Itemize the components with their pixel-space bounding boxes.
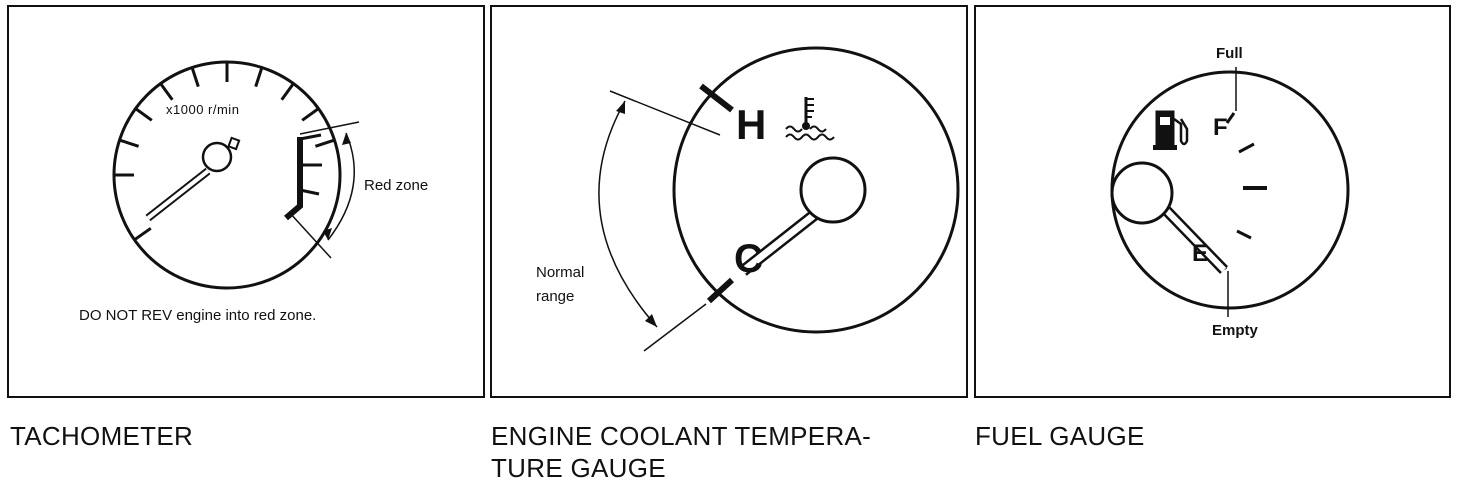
normal-range-arrowhead-top [616, 101, 625, 114]
fuel-gauge-panel: F E Full Empty [974, 5, 1451, 398]
coolant-caption-line1: ENGINE COOLANT TEMPERA- [491, 421, 872, 451]
cold-mark-label: C [734, 237, 763, 281]
fuel-gauge-caption: FUEL GAUGE [975, 421, 1145, 451]
tachometer-tick [119, 138, 140, 148]
normal-range-label-line1: Normal [536, 264, 585, 281]
hot-mark-label: H [736, 101, 767, 148]
tachometer-tick [301, 107, 320, 122]
fuel-full-mark: F [1213, 114, 1228, 141]
tachometer-tick [159, 82, 174, 101]
cold-range-leader [643, 303, 707, 352]
empty-label: Empty [1212, 322, 1258, 339]
tachometer-needle [146, 169, 210, 220]
normal-range-label-line2: range [536, 288, 575, 305]
tachometer-needle-hub [201, 141, 233, 173]
tachometer-scale-label: x1000 r/min [166, 102, 240, 117]
tachometer-hub-tab [227, 136, 241, 151]
coolant-temperature-panel: H C Normal range [490, 5, 968, 398]
red-zone-tick [299, 188, 320, 196]
red-zone-arc-arrow [327, 132, 356, 241]
coolant-needle-hub [799, 156, 867, 224]
fuel-empty-mark: E [1192, 240, 1209, 267]
red-zone-label: Red zone [364, 177, 429, 194]
red-zone-band [284, 137, 303, 221]
coolant-gauge-dial [672, 46, 960, 334]
coolant-temperature-caption: ENGINE COOLANT TEMPERA- TURE GAUGE [491, 420, 961, 484]
hot-tick-mark [699, 83, 734, 113]
coolant-caption-line2: TURE GAUGE [491, 453, 666, 483]
red-zone-lower-leader [288, 211, 332, 259]
red-zone-arrowhead-top [342, 133, 351, 145]
coolant-needle [740, 209, 821, 274]
red-zone-warning-text: DO NOT REV engine into red zone. [79, 307, 317, 324]
red-zone-tick [299, 133, 322, 141]
tachometer-tick [134, 107, 153, 122]
tachometer-caption: TACHOMETER [10, 421, 194, 451]
tachometer-tick-marks [114, 62, 335, 242]
normal-range-arc-arrow [598, 100, 658, 328]
coolant-temperature-icon [785, 97, 835, 141]
normal-range-label: Normal range [536, 263, 584, 307]
fuel-full-tick [1225, 112, 1236, 124]
tachometer-illustration [112, 60, 360, 290]
tachometer-tick [280, 82, 295, 101]
fuel-needle [1161, 205, 1227, 273]
fuel-tick-three-quarter [1238, 142, 1255, 154]
red-zone-arrowhead-bottom [323, 228, 332, 240]
full-label: Full [1216, 45, 1243, 62]
red-zone-upper-leader [299, 121, 360, 135]
normal-range-arrowhead-bottom [645, 314, 657, 327]
fuel-tick-quarter [1236, 229, 1252, 240]
tachometer-tick [190, 67, 200, 88]
tachometer-panel: x1000 r/min Red zone DO NOT REV engine i… [7, 5, 485, 398]
hot-range-leader [609, 90, 721, 136]
fuel-gauge-illustration [1110, 67, 1350, 317]
fuel-pump-icon [1153, 110, 1189, 150]
tachometer-tick [314, 138, 335, 148]
cold-tick-mark [706, 277, 735, 304]
tachometer-dial [112, 60, 342, 290]
tachometer-tick [133, 227, 152, 242]
tachometer-tick [254, 67, 264, 88]
fuel-needle-hub [1110, 161, 1174, 225]
coolant-gauge-illustration [598, 46, 960, 352]
